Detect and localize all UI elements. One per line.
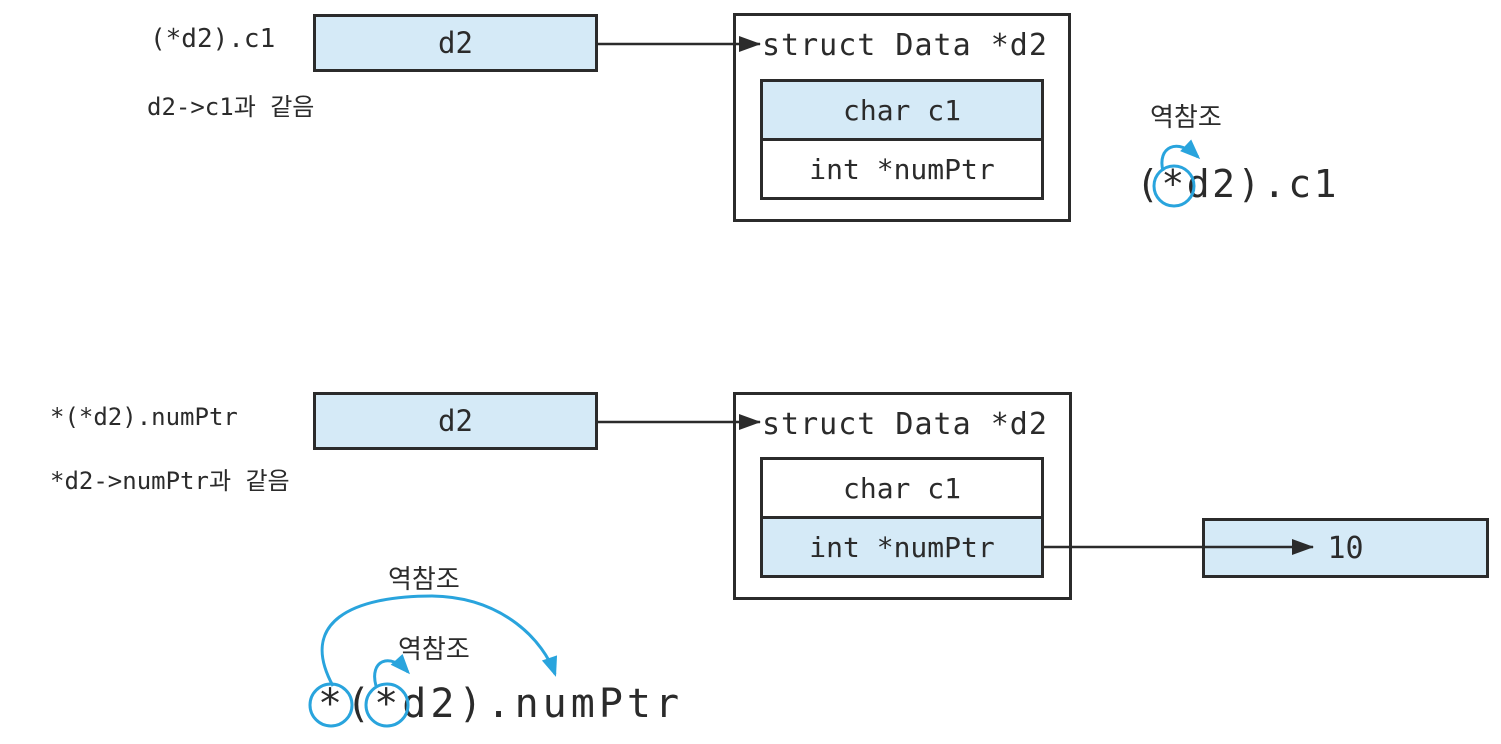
bottom-inner-deref-label: 역참조 <box>398 634 470 664</box>
bottom-equivalence-note: *d2->numPtr과 같음 <box>50 467 290 495</box>
top-struct-title: struct Data *d2 <box>762 28 1048 63</box>
bottom-outer-deref-label: 역참조 <box>388 564 460 594</box>
bottom-field-char-c1: char c1 <box>763 460 1041 519</box>
bottom-struct-title: struct Data *d2 <box>762 407 1048 442</box>
bottom-pointer-variable-box: d2 <box>313 392 598 450</box>
top-field-int-numptr: int *numPtr <box>809 152 995 186</box>
top-struct-members: char c1 int *numPtr <box>760 79 1044 200</box>
top-deref-expression: (*d2).c1 <box>1136 162 1340 206</box>
top-pointer-variable-name: d2 <box>438 26 473 60</box>
top-equivalence-note: d2->c1과 같음 <box>147 93 315 121</box>
bottom-field-int-numptr: int *numPtr <box>763 519 1041 575</box>
top-expression-label: (*d2).c1 <box>150 24 276 54</box>
bottom-expression-label: *(*d2).numPtr <box>50 403 238 431</box>
pointed-value-box: 10 <box>1202 518 1489 578</box>
top-deref-label: 역참조 <box>1150 102 1222 132</box>
top-pointer-variable-box: d2 <box>313 14 598 72</box>
top-field-char-c1: char c1 <box>763 82 1041 141</box>
bottom-pointer-variable-name: d2 <box>438 404 473 438</box>
pointed-value: 10 <box>1327 530 1364 566</box>
bottom-struct-members: char c1 int *numPtr <box>760 457 1044 578</box>
bottom-deref-expression: *(*d2).numPtr <box>318 681 684 727</box>
